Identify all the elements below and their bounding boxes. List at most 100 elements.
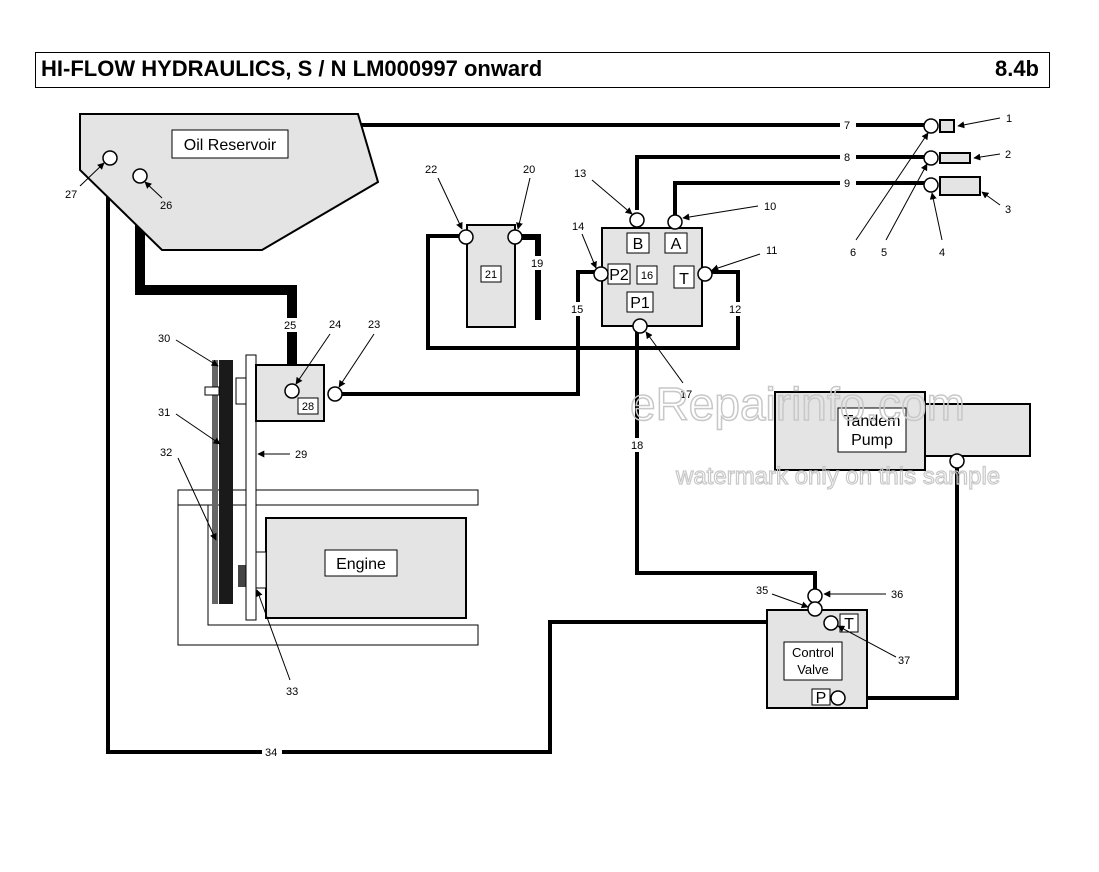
port-cv-p <box>830 690 846 706</box>
port-p1-box <box>626 291 654 313</box>
hose-25 <box>135 175 297 390</box>
callout-28-inbox: 28 <box>302 401 314 413</box>
port-p2-label: P2 <box>609 267 629 284</box>
callout-26: 26 <box>160 200 172 212</box>
callout-22: 22 <box>425 164 437 176</box>
tandem-pump-label-1: Tandem <box>844 413 901 430</box>
callout-14: 14 <box>572 221 584 233</box>
port-17 <box>632 318 648 334</box>
coupler-2 <box>939 152 971 164</box>
shaft <box>204 386 220 396</box>
callout-25-bg <box>281 318 301 332</box>
engine-label-box <box>324 549 398 577</box>
callout-25: 25 <box>284 320 296 332</box>
cv-port-p-label: P <box>816 690 827 707</box>
callout-24: 24 <box>329 319 341 331</box>
hose-8 <box>635 155 925 210</box>
leader-6 <box>855 132 929 241</box>
tandem-pump-label-2: Pump <box>851 432 893 449</box>
callout-8-bg <box>840 150 856 164</box>
callout-1: 1 <box>1006 113 1012 125</box>
belt-guard <box>245 354 257 621</box>
port-24 <box>284 383 300 399</box>
pump-number-box <box>297 397 319 415</box>
section-number: 8.4b <box>994 56 1039 81</box>
callout-16-inbox: 16 <box>641 270 653 282</box>
leader-2 <box>973 153 1001 161</box>
cv-port-t-label: T <box>844 616 854 633</box>
engine-label: Engine <box>336 556 386 573</box>
tandem-pump-rear <box>924 403 1031 457</box>
callout-15: 15 <box>571 304 583 316</box>
port-a-box <box>664 232 688 254</box>
callout-27: 27 <box>65 189 77 201</box>
callout-7-bg <box>840 118 856 132</box>
callout-34: 34 <box>265 747 277 759</box>
port-11 <box>697 266 713 282</box>
callout-9: 9 <box>844 178 850 190</box>
hose-15 <box>335 270 598 396</box>
leader-35 <box>771 593 809 609</box>
port-36 <box>807 588 823 604</box>
callout-20: 20 <box>523 164 535 176</box>
callout-6: 6 <box>850 247 856 259</box>
callout-35: 35 <box>756 585 768 597</box>
callout-13: 13 <box>574 168 586 180</box>
leader-22 <box>437 177 463 230</box>
leader-26 <box>144 181 163 199</box>
port-t-box <box>673 265 695 289</box>
port-6 <box>923 118 939 134</box>
leader-24 <box>295 333 331 385</box>
callout-4: 4 <box>939 247 945 259</box>
engine-frame <box>177 489 479 646</box>
leader-31 <box>175 413 221 445</box>
leader-32 <box>177 457 217 541</box>
callout-5: 5 <box>881 247 887 259</box>
port-p1-label: P1 <box>630 295 650 312</box>
port-4 <box>923 177 939 193</box>
callout-17: 17 <box>680 389 692 401</box>
leader-27 <box>79 162 105 187</box>
callout-32: 32 <box>160 447 172 459</box>
leader-5 <box>885 163 928 241</box>
tandem-pump-label-box <box>837 407 907 453</box>
port-t-label: T <box>679 271 689 288</box>
leader-1 <box>957 117 1001 129</box>
leader-30 <box>175 339 219 367</box>
port-20 <box>507 229 523 245</box>
callout-7: 7 <box>844 120 850 132</box>
leader-20 <box>516 177 531 230</box>
hose-19 <box>515 234 541 320</box>
callout-12-bg <box>726 302 746 316</box>
callout-12: 12 <box>729 304 741 316</box>
callout-11: 11 <box>766 245 777 257</box>
leader-4 <box>929 192 943 241</box>
valve-number-box <box>636 265 658 285</box>
callout-33: 33 <box>286 686 298 698</box>
watermark-site: eRepairinfo.com <box>630 378 965 430</box>
port-23 <box>327 386 343 402</box>
callout-9-bg <box>840 176 856 190</box>
callout-37: 37 <box>898 655 910 667</box>
control-valve-label-2: Valve <box>797 662 829 677</box>
leader-37 <box>837 625 897 658</box>
leader-33 <box>255 589 291 681</box>
port-14 <box>593 266 609 282</box>
oil-reservoir-label-box <box>171 129 289 159</box>
hose-pump-to-cv <box>838 462 959 700</box>
control-valve-label-box <box>783 641 843 681</box>
page-title: HI-FLOW HYDRAULICS, S / N LM000997 onwar… <box>41 56 543 81</box>
hose-34 <box>106 158 830 754</box>
leader-14 <box>581 233 597 269</box>
hose-9 <box>673 181 925 220</box>
callout-36: 36 <box>891 589 903 601</box>
upper-pulley-hub <box>235 377 247 405</box>
coupler-1 <box>939 119 955 133</box>
callout-18-bg <box>629 438 647 452</box>
leader-11 <box>711 253 761 272</box>
oil-reservoir <box>79 113 380 251</box>
callout-31: 31 <box>158 407 170 419</box>
callout-10: 10 <box>764 201 776 213</box>
callout-21-inbox: 21 <box>485 269 497 281</box>
